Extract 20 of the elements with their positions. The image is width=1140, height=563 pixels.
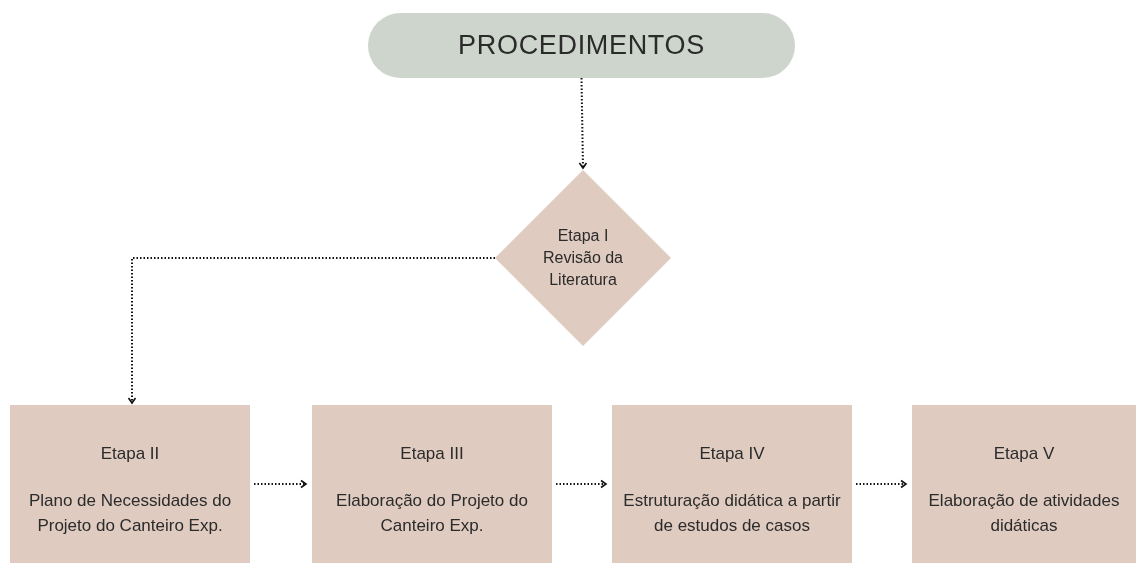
step-box [10, 405, 250, 563]
step-text: Estruturação didática a partir de estudos de casos [622, 490, 842, 537]
step-text: Elaboração do Projeto do Canteiro Exp. [335, 490, 529, 537]
dotted-arrow [253, 479, 307, 489]
step-heading: Etapa IV [699, 443, 765, 465]
step-heading: Etapa V [993, 443, 1055, 465]
step-box [312, 405, 552, 563]
dotted-arrow [855, 479, 907, 489]
step-box [912, 405, 1136, 563]
dotted-arrow [555, 479, 607, 489]
dotted-arrow [578, 77, 588, 169]
step-text: Elaboração de atividades didáticas [927, 490, 1121, 537]
step-heading: Etapa III [400, 443, 464, 465]
step-text: Revisão da Literatura [541, 248, 624, 290]
step-text: Plano de Necessidades do Projeto do Canteiro Exp. [27, 490, 233, 537]
step-heading: Etapa II [100, 443, 160, 465]
title-text: PROCEDIMENTOS [458, 29, 705, 63]
step-heading: Etapa I [557, 226, 609, 246]
dotted-arrow [127, 257, 496, 404]
step-box [612, 405, 852, 563]
